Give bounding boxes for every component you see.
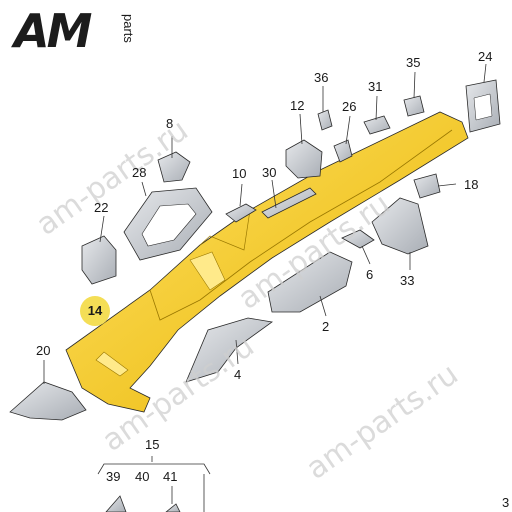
part-10[interactable] bbox=[225, 203, 257, 223]
callout-10[interactable]: 10 bbox=[232, 166, 247, 181]
callout-33[interactable]: 33 bbox=[400, 273, 415, 288]
callout-12[interactable]: 12 bbox=[290, 98, 305, 113]
leader-lines bbox=[43, 63, 487, 512]
part-2[interactable] bbox=[267, 251, 353, 313]
part-18[interactable] bbox=[413, 173, 441, 199]
part-28[interactable] bbox=[123, 187, 213, 261]
callout-22[interactable]: 22 bbox=[94, 200, 109, 215]
part-6[interactable] bbox=[341, 229, 375, 249]
part-36[interactable] bbox=[317, 109, 333, 131]
part-8[interactable] bbox=[157, 151, 191, 183]
part-24[interactable] bbox=[465, 79, 501, 133]
callout-31[interactable]: 31 bbox=[368, 79, 383, 94]
callout-36[interactable]: 36 bbox=[314, 70, 329, 85]
callout-3-partial[interactable]: 3 bbox=[502, 495, 510, 510]
callout-15[interactable]: 15 bbox=[145, 437, 160, 452]
brand-logo: AM parts bbox=[14, 8, 144, 56]
part-33[interactable] bbox=[371, 197, 429, 255]
logo-main-text: AM bbox=[14, 4, 92, 58]
callout-39[interactable]: 39 bbox=[106, 469, 121, 484]
callout-41[interactable]: 41 bbox=[163, 469, 178, 484]
part-20[interactable] bbox=[9, 381, 87, 421]
frame-rail-part-14[interactable] bbox=[65, 111, 469, 413]
part-39-partial[interactable] bbox=[105, 495, 127, 512]
callout-4[interactable]: 4 bbox=[234, 367, 242, 382]
part-26[interactable] bbox=[333, 139, 353, 163]
callout-14-highlighted[interactable]: 14 bbox=[80, 296, 110, 326]
part-4[interactable] bbox=[185, 317, 274, 383]
callout-8[interactable]: 8 bbox=[166, 116, 174, 131]
callout-2[interactable]: 2 bbox=[322, 319, 330, 334]
callout-28[interactable]: 28 bbox=[132, 165, 147, 180]
part-31[interactable] bbox=[363, 115, 391, 135]
callout-40[interactable]: 40 bbox=[135, 469, 150, 484]
callout-18[interactable]: 18 bbox=[464, 177, 479, 192]
callout-20[interactable]: 20 bbox=[36, 343, 51, 358]
callout-30[interactable]: 30 bbox=[262, 165, 277, 180]
part-41-partial[interactable] bbox=[165, 503, 181, 512]
callout-26[interactable]: 26 bbox=[342, 99, 357, 114]
part-30[interactable] bbox=[261, 187, 317, 219]
part-22[interactable] bbox=[81, 235, 117, 285]
callout-6[interactable]: 6 bbox=[366, 267, 374, 282]
part-12[interactable] bbox=[285, 139, 323, 179]
logo-sub-text: parts bbox=[121, 14, 136, 43]
callout-24[interactable]: 24 bbox=[478, 49, 493, 64]
part-35[interactable] bbox=[403, 95, 425, 117]
callout-35[interactable]: 35 bbox=[406, 55, 421, 70]
